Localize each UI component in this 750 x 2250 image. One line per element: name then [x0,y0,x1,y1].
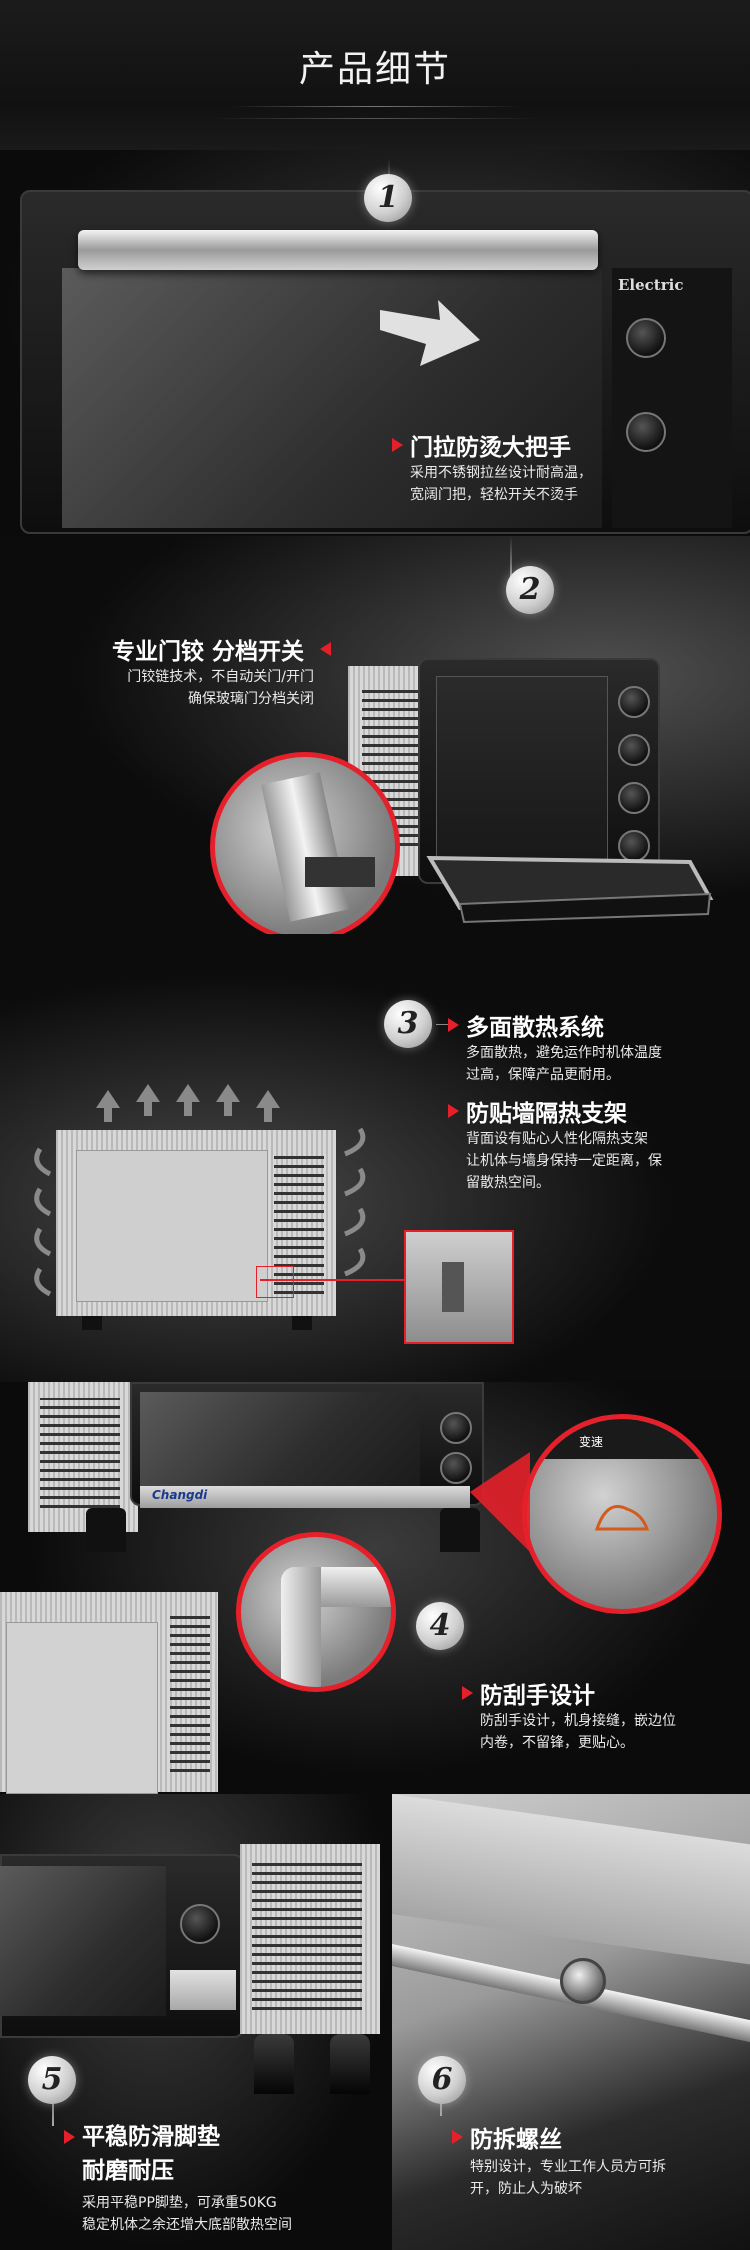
knob-icon [180,1904,220,1944]
feature-desc: 多面散热，避免运作时机体温度过高，保障产品更耐用。 [466,1045,662,1083]
feature-number-badge: 4 [416,1602,464,1650]
hinge-zoom-image [210,752,400,934]
callout-wedge [470,1452,530,1552]
feature-title: 防拆螺丝 [470,2127,562,2153]
feature-section-handle: Electric 1 门拉防烫大把手 采用不锈钢拉丝设计耐高温，宽阔门把，轻松开… [0,150,750,536]
feature-section-edges: Changdi 变速 4 防刮手设计 防刮手设计，机身接缝，嵌边位内卷，不留锋，… [0,1382,750,1794]
oven-glass-door [62,268,602,528]
feature-number-badge: 5 [28,2056,76,2104]
feature-number-badge: 6 [418,2056,466,2104]
feature-title: 防贴墙隔热支架 [466,1101,627,1127]
oven-back-panel [6,1622,158,1794]
red-arrow-icon [64,2130,75,2144]
heat-up-arrow-icon [256,1090,280,1108]
heat-up-arrow-icon [96,1090,120,1108]
vent-slots [40,1398,120,1508]
feature-title: 多面散热系统 [466,1015,604,1041]
vent-slots [252,1860,362,2010]
heat-side-arrows-icon [34,1147,52,1297]
panel-label: 变速 [579,1435,604,1449]
heat-up-arrow-icon [184,1102,192,1116]
oven-cavity [436,676,608,868]
knob-icon [440,1412,472,1444]
teapot-logo-icon [594,1505,650,1531]
feature-desc: 门铰链技术，不自动关门/开门确保玻璃门分档关闭 [127,669,314,707]
feature-title: 门拉防烫大把手 [410,435,571,461]
feature-title: 专业门铰 分档开关 [112,639,305,665]
knob-icon [618,734,650,766]
vent-slots [274,1154,324,1294]
feature-section-hinge: 2 专业门铰 分档开关 门铰链技术，不自动关门/开门确保玻璃门分档关闭 [0,536,750,934]
door-handle-image [78,230,598,270]
heat-up-arrow-icon [136,1084,160,1102]
red-arrow-icon [452,2130,463,2144]
brand-logo: Changdi [152,1488,208,1502]
knob-icon [618,782,650,814]
arrow-down-right-icon [380,300,480,366]
panel-brand-text: Electric [618,276,684,294]
edge-zoom-image [236,1532,396,1692]
screw-icon [560,1958,606,2004]
feature-number-badge: 3 [384,1000,432,1048]
oven-foot [86,1508,126,1552]
oven-foot [82,1316,102,1330]
bracket-zoom-image [404,1230,514,1344]
red-arrow-icon [320,642,331,656]
feature-desc: 防刮手设计，机身接缝，嵌边位内卷，不留锋，更贴心。 [480,1713,676,1751]
oven-foot [440,1508,480,1552]
oven-glass-door [140,1392,420,1486]
feature-desc: 背面设有贴心人性化隔热支架让机体与墙身保持一定距离，保留散热空间。 [466,1131,662,1191]
heat-side-arrows-icon [344,1127,366,1277]
red-arrow-icon [462,1686,473,1700]
feature-desc: 采用不锈钢拉丝设计耐高温，宽阔门把，轻松开关不烫手 [410,465,592,503]
red-arrow-icon [448,1018,459,1032]
oven-bottom-strip [140,1486,470,1508]
vent-slots [170,1612,210,1772]
oven-foot [292,1316,312,1330]
heat-up-arrow-icon [264,1108,272,1122]
knob-icon [626,412,666,452]
red-arrow-icon [392,438,403,452]
heat-up-arrow-icon [176,1084,200,1102]
divider [210,118,540,119]
control-panel [612,268,732,528]
red-arrow-icon [448,1104,459,1118]
open-door-glass [426,855,714,924]
heat-up-arrow-icon [144,1102,152,1116]
oven-back-panel [76,1150,268,1302]
panel-zoom-image: 变速 [522,1414,722,1614]
heat-up-arrow-icon [104,1108,112,1122]
feature-desc: 特别设计，专业工作人员方可拆开，防止人为破坏 [470,2159,666,2197]
divider [230,106,520,107]
oven-glass-door [0,1866,166,2016]
leader-line [436,1024,456,1025]
knob-icon [626,318,666,358]
feature-title: 平稳防滑脚垫耐磨耐压 [82,2124,220,2184]
heat-up-arrow-icon [224,1102,232,1116]
knob-icon [440,1452,472,1484]
feature-number-badge: 2 [506,566,554,614]
feature-title: 防刮手设计 [480,1683,595,1709]
oven-bottom-strip [170,1970,236,2010]
oven-foot [330,2034,370,2094]
page-header: 产品细节 [0,0,750,150]
heat-up-arrow-icon [216,1084,240,1102]
callout-box [256,1266,294,1298]
knob-icon [618,686,650,718]
oven-foot [254,2034,294,2094]
feature-number-badge: 1 [364,174,412,222]
callout-line [260,1279,408,1281]
leader-line [510,536,512,586]
page-title: 产品细节 [298,49,451,90]
feature-section-cooling: 3 多面散热系统 多面散热，避免运作时机体温度过高，保障产品更耐用。 防贴墙隔热… [0,934,750,1382]
